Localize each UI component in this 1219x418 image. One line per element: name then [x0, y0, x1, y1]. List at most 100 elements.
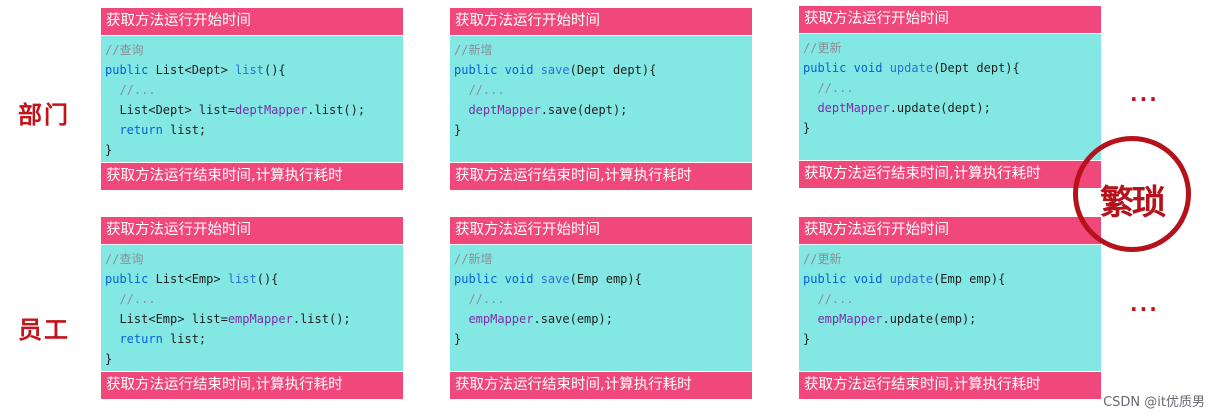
card-emp-query: 获取方法运行开始时间 //查询 public List<Emp> list(){…: [101, 217, 403, 399]
row-label-emp: 员工: [18, 315, 70, 344]
end-time-bar: 获取方法运行结束时间,计算执行耗时: [799, 161, 1101, 188]
card-dept-update: 获取方法运行开始时间 //更新 public void update(Dept …: [799, 6, 1101, 188]
code-line: deptMapper.update(dept);: [803, 98, 1101, 118]
code-line: }: [454, 123, 462, 137]
card-dept-save: 获取方法运行开始时间 //新增 public void save(Dept de…: [450, 8, 752, 190]
code-line: }: [105, 352, 113, 366]
code-keyword: return: [105, 123, 163, 137]
code-comment: //...: [454, 83, 505, 97]
code-method: update: [889, 272, 934, 286]
card-emp-save: 获取方法运行开始时间 //新增 public void save(Emp emp…: [450, 217, 752, 399]
code-comment: //...: [803, 81, 854, 95]
code-variable: empMapper: [227, 312, 293, 326]
code-method: list: [235, 63, 264, 77]
code-text: .save(emp);: [533, 312, 613, 326]
code-line: }: [803, 121, 811, 135]
code-keyword: public: [105, 272, 156, 286]
code-line: return list;: [105, 329, 403, 349]
code-keyword: public void: [454, 63, 541, 77]
code-text: .update(dept);: [889, 101, 991, 115]
code-line: public void update(Emp emp){: [803, 269, 1101, 289]
code-block: //查询 public List<Dept> list(){ //... Lis…: [101, 35, 403, 163]
code-text: (Emp emp){: [569, 272, 642, 286]
code-line: return list;: [105, 120, 403, 140]
code-variable: deptMapper: [454, 103, 541, 117]
code-block: //更新 public void update(Emp emp){ //... …: [799, 244, 1101, 372]
code-keyword: public void: [803, 61, 890, 75]
code-variable: deptMapper: [235, 103, 308, 117]
end-time-bar: 获取方法运行结束时间,计算执行耗时: [450, 163, 752, 190]
code-comment: //查询: [105, 43, 144, 57]
code-keyword: public void: [803, 272, 890, 286]
code-text: .list();: [292, 312, 351, 326]
code-text: .save(dept);: [540, 103, 628, 117]
code-text: List<Emp> list=: [105, 312, 228, 326]
tedious-stamp: 繁琐: [1073, 136, 1191, 252]
code-text: .update(emp);: [882, 312, 977, 326]
code-line: deptMapper.save(dept);: [454, 100, 752, 120]
code-line: empMapper.update(emp);: [803, 309, 1101, 329]
code-keyword: public void: [454, 272, 541, 286]
code-line: }: [105, 143, 113, 157]
code-comment: //新增: [454, 43, 493, 57]
stamp-text: 繁琐: [1100, 183, 1166, 223]
end-time-bar: 获取方法运行结束时间,计算执行耗时: [101, 372, 403, 399]
code-type: List<Dept>: [155, 63, 236, 77]
code-comment: //更新: [803, 252, 842, 266]
code-text: (Dept dept){: [569, 63, 657, 77]
row-label-dept: 部门: [18, 100, 70, 129]
code-text: (){: [256, 272, 279, 286]
code-text: .list();: [307, 103, 366, 117]
start-time-bar: 获取方法运行开始时间: [799, 217, 1101, 244]
code-line: public void save(Dept dept){: [454, 60, 752, 80]
start-time-bar: 获取方法运行开始时间: [450, 8, 752, 35]
code-line: }: [803, 332, 811, 346]
start-time-bar: 获取方法运行开始时间: [101, 217, 403, 244]
code-text: list;: [162, 332, 207, 346]
code-block: //新增 public void save(Dept dept){ //... …: [450, 35, 752, 163]
start-time-bar: 获取方法运行开始时间: [450, 217, 752, 244]
code-line: public List<Emp> list(){: [105, 269, 403, 289]
code-line: List<Dept> list=deptMapper.list();: [105, 100, 403, 120]
code-text: (Emp emp){: [933, 272, 1006, 286]
code-comment: //...: [454, 292, 505, 306]
watermark: CSDN @it优质男: [1103, 395, 1205, 410]
code-line: }: [454, 332, 462, 346]
code-keyword: return: [105, 332, 163, 346]
code-method: save: [540, 272, 570, 286]
start-time-bar: 获取方法运行开始时间: [101, 8, 403, 35]
code-line: List<Emp> list=empMapper.list();: [105, 309, 403, 329]
card-dept-query: 获取方法运行开始时间 //查询 public List<Dept> list()…: [101, 8, 403, 190]
code-text: List<Dept> list=: [105, 103, 236, 117]
end-time-bar: 获取方法运行结束时间,计算执行耗时: [450, 372, 752, 399]
code-comment: //新增: [454, 252, 493, 266]
code-text: (Dept dept){: [933, 61, 1020, 75]
code-line: public List<Dept> list(){: [105, 60, 403, 80]
code-text: list;: [162, 123, 207, 137]
code-comment: //...: [105, 83, 156, 97]
code-variable: empMapper: [803, 312, 883, 326]
code-comment: //查询: [105, 252, 144, 266]
code-method: save: [540, 63, 570, 77]
end-time-bar: 获取方法运行结束时间,计算执行耗时: [799, 372, 1101, 399]
code-line: public void update(Dept dept){: [803, 58, 1101, 78]
card-emp-update: 获取方法运行开始时间 //更新 public void update(Emp e…: [799, 217, 1101, 399]
code-block: //更新 public void update(Dept dept){ //..…: [799, 33, 1101, 161]
code-line: empMapper.save(emp);: [454, 309, 752, 329]
end-time-bar: 获取方法运行结束时间,计算执行耗时: [101, 163, 403, 190]
code-block: //查询 public List<Emp> list(){ //... List…: [101, 244, 403, 372]
code-variable: deptMapper: [803, 101, 890, 115]
code-keyword: public: [105, 63, 156, 77]
code-method: update: [889, 61, 934, 75]
code-line: public void save(Emp emp){: [454, 269, 752, 289]
code-comment: //更新: [803, 41, 842, 55]
ellipsis-emp: ...: [1130, 292, 1159, 316]
code-method: list: [227, 272, 257, 286]
code-text: (){: [263, 63, 286, 77]
code-type: List<Emp>: [155, 272, 228, 286]
start-time-bar: 获取方法运行开始时间: [799, 6, 1101, 33]
ellipsis-dept: ...: [1130, 82, 1159, 106]
code-comment: //...: [803, 292, 854, 306]
code-variable: empMapper: [454, 312, 534, 326]
code-block: //新增 public void save(Emp emp){ //... em…: [450, 244, 752, 372]
